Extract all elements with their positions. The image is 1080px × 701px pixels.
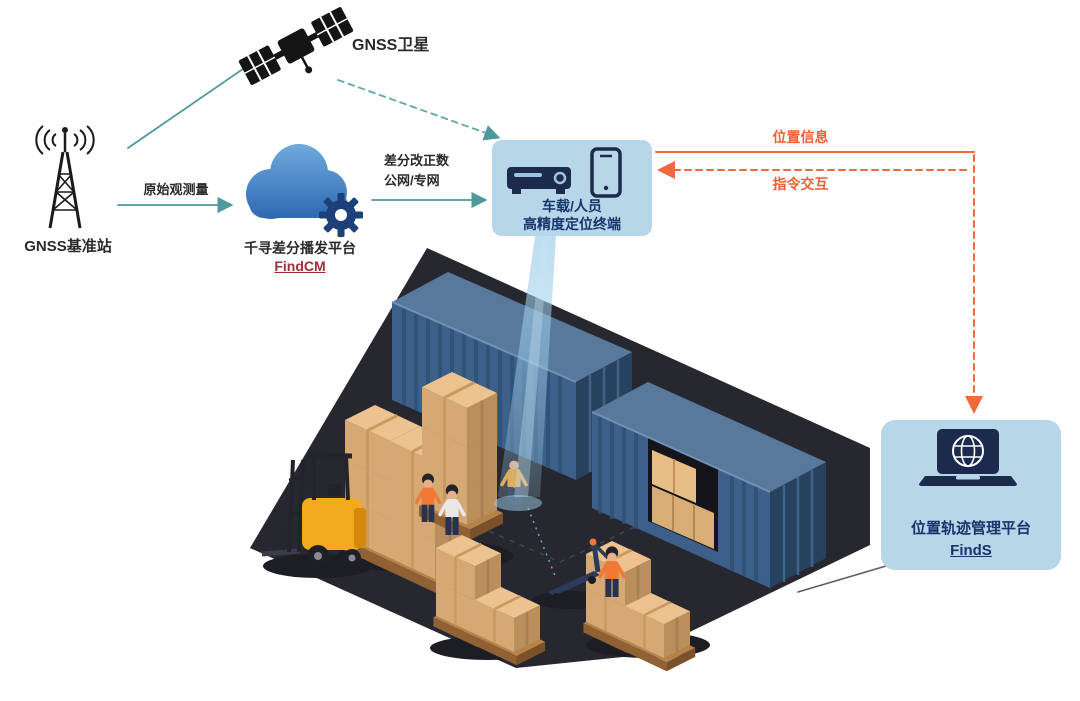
radio-tower-icon: [35, 125, 95, 229]
position-info-label: 位置信息: [772, 129, 829, 145]
smartphone-icon: [590, 147, 622, 198]
warehouse-scene-illustration: [250, 248, 870, 672]
cloud-platform-product-label: FindCM: [274, 258, 326, 274]
network-type-label: 公网/专网: [384, 173, 440, 188]
terminal-label-line2: 高精度定位终端: [523, 216, 621, 232]
terminal-panel: [492, 140, 652, 236]
raw-observation-label: 原始观测量: [143, 182, 209, 197]
gear-icon: [319, 193, 363, 237]
terminal-label-line1: 车载/人员: [542, 198, 602, 214]
satellite-icon: [238, 7, 354, 85]
platform-pointer-line: [797, 565, 887, 593]
satellite-base-link: [127, 59, 257, 149]
cloud-platform-name-label: 千寻差分播发平台: [244, 240, 356, 256]
container-2: [591, 382, 826, 588]
pallet-jack: [548, 538, 610, 601]
command-interaction-label: 指令交互: [772, 176, 829, 192]
laptop-globe-icon: [919, 429, 1017, 486]
platform-name-label: 位置轨迹管理平台: [910, 520, 1031, 537]
vehicle-terminal-icon: [507, 167, 571, 194]
satellite-terminal-dashed-link: [337, 79, 501, 141]
base-station-label: GNSS基准站: [24, 238, 112, 255]
diff-correction-label: 差分改正数: [384, 153, 450, 168]
links: [117, 59, 983, 593]
positioning-beam: [494, 236, 556, 511]
cloud-icon: [246, 144, 347, 219]
satellite-label: GNSS卫星: [352, 37, 430, 54]
platform-product-label: FindS: [950, 542, 992, 559]
forklift: [261, 452, 366, 567]
platform-panel: [881, 420, 1061, 570]
